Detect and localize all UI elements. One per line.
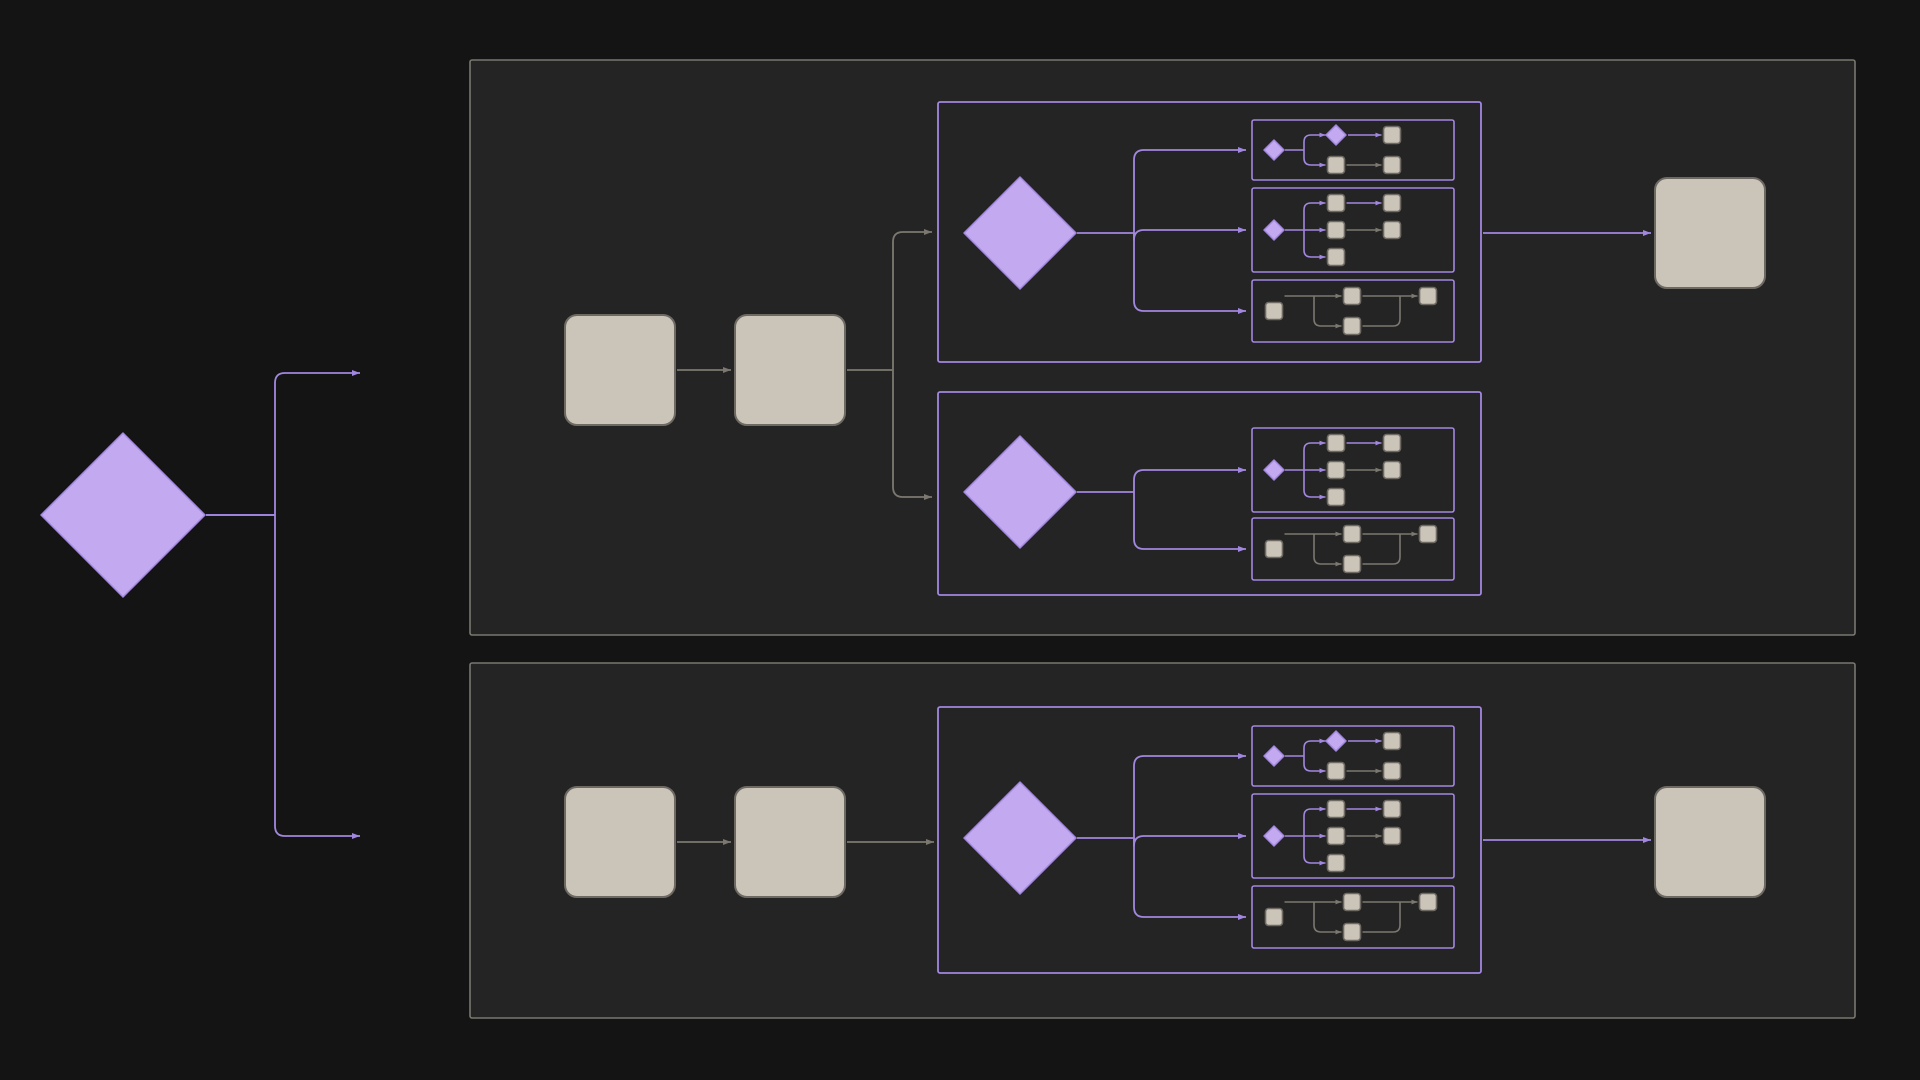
micro-group-diamond-split-entry-diamond <box>1263 139 1285 161</box>
micro-group-three-way-micro-square-0-0 <box>1326 799 1346 819</box>
micro-group-merge-mid-top <box>1342 524 1362 544</box>
group-1-upper-border[interactable] <box>937 101 1482 363</box>
micro-group-merge-out <box>1418 524 1438 544</box>
micro-group-diamond-split-micro-square-1-0 <box>1326 761 1346 781</box>
stage-box-2b[interactable] <box>734 786 846 898</box>
micro-group-diamond-split-micro-diamond-0-0 <box>1325 124 1347 146</box>
group-1-lower-fanout-1 <box>1133 492 1246 552</box>
micro-group-merge-merge-bottom <box>1362 534 1401 565</box>
micro-group-three-way-fan-2 <box>1303 470 1326 500</box>
micro-group-three-way-micro-square-0-0 <box>1326 433 1346 453</box>
micro-group-diamond-split-micro-square-1-0 <box>1326 155 1346 175</box>
micro-group-merge-mid-top <box>1342 286 1362 306</box>
micro-group-three-way-micro-square-0-1 <box>1382 799 1402 819</box>
group-2-main-fanout-0 <box>1133 753 1246 838</box>
micro-group-three-way-micro-square-2-0 <box>1326 247 1346 267</box>
micro-group-merge-entry-square <box>1264 301 1284 321</box>
output-box-2[interactable] <box>1654 786 1766 898</box>
micro-group-diamond-split-fan-0 <box>1303 738 1326 756</box>
micro-group-three-way-fan-0 <box>1303 806 1326 836</box>
micro-group-three-way-micro-square-1-0 <box>1326 826 1346 846</box>
micro-group-merge-out <box>1418 892 1438 912</box>
group-1-lower-fanout-0 <box>1133 467 1246 492</box>
micro-group-three-way-entry-diamond <box>1263 219 1285 241</box>
micro-group-three-way-fan-0 <box>1303 440 1326 470</box>
micro-group-diamond-split-border[interactable] <box>1251 119 1455 181</box>
stage-box-1b[interactable] <box>734 314 846 426</box>
micro-group-three-way-fan-2 <box>1303 836 1326 866</box>
group-2-main-fanout-2 <box>1133 838 1246 920</box>
micro-group-three-way-micro-square-1-1 <box>1382 460 1402 480</box>
micro-group-three-way-fan-0 <box>1303 200 1326 230</box>
micro-group-diamond-split-micro-square-1-1 <box>1382 761 1402 781</box>
micro-group-diamond-split-entry-diamond <box>1263 745 1285 767</box>
micro-group-merge-entry-square <box>1264 539 1284 559</box>
root-to-container-1 <box>206 370 360 516</box>
container-1-split-0 <box>892 229 932 370</box>
micro-group-three-way-border[interactable] <box>1251 187 1455 273</box>
micro-group-merge-mid-bottom <box>1342 316 1362 336</box>
micro-group-merge-entry-square <box>1264 907 1284 927</box>
micro-group-diamond-split-micro-square-0-1 <box>1382 731 1402 751</box>
micro-group-three-way-micro-square-2-0 <box>1326 853 1346 873</box>
root-decision[interactable] <box>40 432 206 598</box>
micro-group-three-way-border[interactable] <box>1251 427 1455 513</box>
output-box-1[interactable] <box>1654 177 1766 289</box>
group-1-lower-decision[interactable] <box>963 435 1077 549</box>
group-2-main-decision[interactable] <box>963 781 1077 895</box>
micro-group-three-way-fan-2 <box>1303 230 1326 260</box>
micro-group-three-way-micro-square-1-1 <box>1382 220 1402 240</box>
group-2-main-border[interactable] <box>937 706 1482 974</box>
micro-group-merge-merge-bottom <box>1362 902 1401 933</box>
micro-group-three-way-micro-square-2-0 <box>1326 487 1346 507</box>
micro-group-three-way-entry-diamond <box>1263 459 1285 481</box>
micro-group-three-way-micro-square-0-1 <box>1382 433 1402 453</box>
container-1-split-1 <box>892 370 932 500</box>
micro-group-merge-border[interactable] <box>1251 517 1455 581</box>
micro-group-three-way-border[interactable] <box>1251 793 1455 879</box>
micro-group-diamond-split-micro-square-1-1 <box>1382 155 1402 175</box>
micro-group-merge-branch-bottom <box>1313 534 1342 567</box>
micro-group-merge-border[interactable] <box>1251 279 1455 343</box>
stage-box-2a[interactable] <box>564 786 676 898</box>
group-1-upper-decision[interactable] <box>963 176 1077 290</box>
micro-group-merge-branch-bottom <box>1313 296 1342 329</box>
micro-group-merge-merge-bottom <box>1362 296 1401 327</box>
micro-group-diamond-split-fan-1 <box>1303 756 1326 774</box>
micro-group-merge-out <box>1418 286 1438 306</box>
micro-group-merge-branch-bottom <box>1313 902 1342 935</box>
micro-group-diamond-split-fan-1 <box>1303 150 1326 168</box>
micro-group-three-way-micro-square-0-0 <box>1326 193 1346 213</box>
stage-box-1a[interactable] <box>564 314 676 426</box>
micro-group-merge-border[interactable] <box>1251 885 1455 949</box>
container-2-frame[interactable] <box>469 662 1856 1019</box>
micro-group-three-way-micro-square-1-0 <box>1326 460 1346 480</box>
micro-group-merge-mid-bottom <box>1342 554 1362 574</box>
micro-group-diamond-split-micro-diamond-0-0 <box>1325 730 1347 752</box>
micro-group-three-way-micro-square-1-0 <box>1326 220 1346 240</box>
group-1-upper-fanout-2 <box>1133 233 1246 314</box>
group-1-lower-border[interactable] <box>937 391 1482 596</box>
container-1-frame[interactable] <box>469 59 1856 636</box>
micro-group-three-way-micro-square-1-1 <box>1382 826 1402 846</box>
micro-group-diamond-split-fan-0 <box>1303 132 1326 150</box>
micro-group-three-way-entry-diamond <box>1263 825 1285 847</box>
group-1-upper-fanout-0 <box>1133 147 1246 233</box>
root-to-container-2 <box>206 514 360 839</box>
micro-group-merge-mid-top <box>1342 892 1362 912</box>
micro-group-diamond-split-micro-square-0-1 <box>1382 125 1402 145</box>
micro-group-merge-mid-bottom <box>1342 922 1362 942</box>
micro-group-three-way-micro-square-0-1 <box>1382 193 1402 213</box>
micro-group-diamond-split-border[interactable] <box>1251 725 1455 787</box>
